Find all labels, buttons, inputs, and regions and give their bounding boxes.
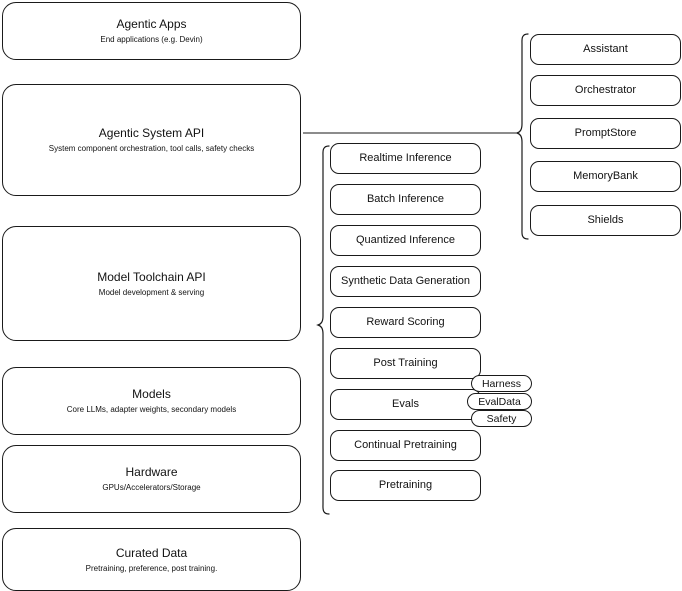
evals-badge-harness[interactable]: Harness — [471, 375, 532, 392]
stack-layer-subtitle: GPUs/Accelerators/Storage — [102, 483, 201, 492]
toolchain-component-batch-inference[interactable]: Batch Inference — [330, 184, 481, 215]
toolchain-component-reward-scoring[interactable]: Reward Scoring — [330, 307, 481, 338]
stack-layer-title: Hardware — [125, 465, 178, 479]
evals-badge-evaldata[interactable]: EvalData — [467, 393, 532, 410]
evals-badge-safety[interactable]: Safety — [471, 410, 532, 427]
stack-layer-curated-data[interactable]: Curated Data Pretraining, preference, po… — [2, 528, 301, 591]
toolchain-component-evals[interactable]: Evals — [330, 389, 481, 420]
toolchain-component-quantized-inference[interactable]: Quantized Inference — [330, 225, 481, 256]
toolchain-component-continual-pretraining[interactable]: Continual Pretraining — [330, 430, 481, 461]
stack-layer-model-toolchain-api[interactable]: Model Toolchain API Model development & … — [2, 226, 301, 341]
brace-toolchain-components — [316, 145, 330, 515]
stack-layer-title: Model Toolchain API — [97, 269, 206, 284]
stack-layer-subtitle: System component orchestration, tool cal… — [48, 144, 255, 153]
agentic-component-shields[interactable]: Shields — [530, 205, 681, 236]
agentic-component-promptstore[interactable]: PromptStore — [530, 118, 681, 149]
stack-layer-agentic-apps[interactable]: Agentic Apps End applications (e.g. Devi… — [2, 2, 301, 60]
agentic-component-assistant[interactable]: Assistant — [530, 34, 681, 65]
agentic-component-orchestrator[interactable]: Orchestrator — [530, 75, 681, 106]
stack-layer-hardware[interactable]: Hardware GPUs/Accelerators/Storage — [2, 445, 301, 513]
stack-layer-subtitle: Core LLMs, adapter weights, secondary mo… — [66, 405, 237, 414]
toolchain-component-pretraining[interactable]: Pretraining — [330, 470, 481, 501]
stack-layer-title: Agentic Apps — [116, 17, 187, 31]
stack-layer-subtitle: Model development & serving — [98, 287, 205, 297]
stack-layer-subtitle: Pretraining, preference, post training. — [85, 563, 218, 573]
stack-layer-title: Models — [132, 387, 171, 401]
brace-agentic-components — [515, 33, 529, 240]
stack-layer-models[interactable]: Models Core LLMs, adapter weights, secon… — [2, 367, 301, 435]
agentic-component-memorybank[interactable]: MemoryBank — [530, 161, 681, 192]
toolchain-component-post-training[interactable]: Post Training — [330, 348, 481, 379]
toolchain-component-synthetic-data-generation[interactable]: Synthetic Data Generation — [330, 266, 481, 297]
stack-layer-agentic-system-api[interactable]: Agentic System API System component orch… — [2, 84, 301, 196]
stack-layer-title: Curated Data — [115, 545, 188, 560]
stack-layer-subtitle: End applications (e.g. Devin) — [100, 35, 203, 44]
toolchain-component-realtime-inference[interactable]: Realtime Inference — [330, 143, 481, 174]
stack-layer-title: Agentic System API — [98, 126, 205, 140]
